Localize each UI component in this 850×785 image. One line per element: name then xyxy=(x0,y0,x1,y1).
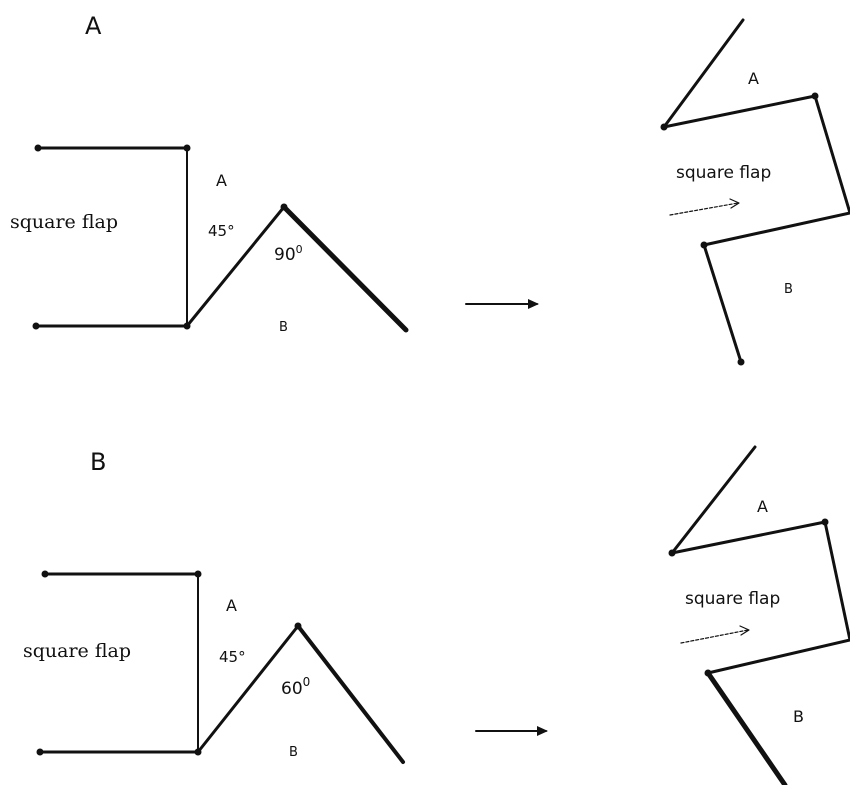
flap-right-edge xyxy=(823,520,850,642)
panel-b-after-diagram: A square flap B xyxy=(668,445,850,785)
vertex-dot xyxy=(811,92,819,100)
limb-b-edge xyxy=(296,624,405,764)
region-b-label: B xyxy=(784,282,793,297)
panel-a-before-diagram: square flap A 45° 900 B xyxy=(10,144,409,335)
vertex-dot xyxy=(183,144,191,152)
square-flap-label: square flap xyxy=(685,589,780,609)
apex-angle-label: 600 xyxy=(281,675,310,699)
panel-b: B square flap A 45° 600 B xyxy=(23,445,850,785)
region-b-label: B xyxy=(279,320,288,335)
panel-b-before-diagram: square flap A 45° 600 B xyxy=(23,570,405,764)
flap-bottom-edge xyxy=(706,638,850,675)
transition-arrow xyxy=(475,726,548,736)
vertex-dot xyxy=(41,570,49,578)
limb-a-edge xyxy=(185,205,286,328)
limb-a-edge xyxy=(670,445,757,555)
vertex-dot xyxy=(821,518,829,526)
square-flap-label: square flap xyxy=(10,211,118,233)
panel-b-label: B xyxy=(90,448,106,476)
region-b-label: B xyxy=(289,745,298,760)
limb-a-edge xyxy=(662,18,745,129)
panel-a-label: A xyxy=(85,12,102,40)
apex-angle-label: 900 xyxy=(274,243,303,265)
region-b-label: B xyxy=(793,707,804,726)
vertex-dot xyxy=(668,549,676,557)
region-a-label: A xyxy=(216,171,227,190)
vertex-dot xyxy=(34,144,42,152)
flap-top-edge xyxy=(670,520,827,555)
region-a-label: A xyxy=(226,596,237,615)
vertex-dot xyxy=(704,669,712,677)
transition-arrow xyxy=(465,299,539,309)
limb-a-edge xyxy=(196,624,300,754)
vertex-dot xyxy=(700,241,708,249)
tension-arrow xyxy=(669,198,740,216)
vertex-dot xyxy=(280,203,288,211)
degree-superscript: 0 xyxy=(303,675,311,689)
vertex-dot xyxy=(294,622,302,630)
square-flap-label: square flap xyxy=(676,163,771,183)
vertex-dot xyxy=(660,123,668,131)
vertex-dot xyxy=(737,358,745,366)
limb-b-edge xyxy=(702,243,743,364)
limb-b-edge xyxy=(705,670,788,785)
tension-arrow xyxy=(680,625,750,644)
vertex-dot xyxy=(194,748,202,756)
flap-right-edge xyxy=(813,94,850,215)
limb-b-edge xyxy=(281,204,409,333)
panel-a-after-diagram: A square flap B xyxy=(660,18,850,366)
region-a-label: A xyxy=(748,69,759,88)
panel-a: A square flap A 45° 900 B xyxy=(10,12,850,366)
vertex-dot xyxy=(194,570,202,578)
vertex-dot xyxy=(36,748,44,756)
angle-45-label: 45° xyxy=(208,222,235,240)
angle-45-label: 45° xyxy=(219,648,246,666)
degree-superscript: 0 xyxy=(296,243,303,256)
flap-bottom-edge xyxy=(702,211,850,247)
square-flap-label: square flap xyxy=(23,640,131,662)
region-a-label: A xyxy=(757,497,768,516)
vertex-dot xyxy=(183,322,191,330)
flap-top-edge xyxy=(662,94,817,129)
vertex-dot xyxy=(32,322,40,330)
